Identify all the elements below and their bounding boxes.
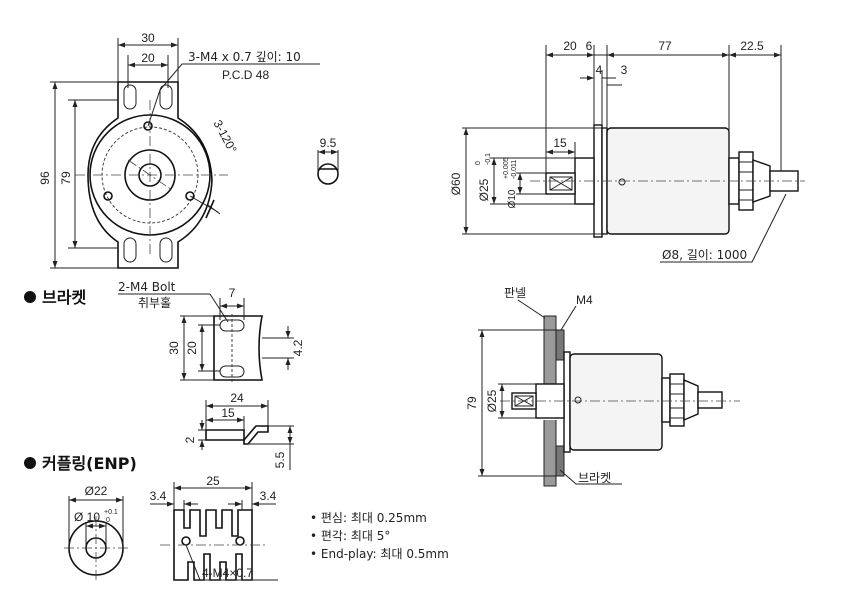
bracket-dim-2: 2 <box>183 436 197 443</box>
bracket-heading: 브라켓 <box>42 288 86 307</box>
shaft-dim-9-5: 9.5 <box>320 136 337 150</box>
front-dim-96: 96 <box>38 171 52 185</box>
coupling-dim-d10-tol-upper: +0.1 <box>104 509 118 516</box>
spec-line-end-play: • End-play: 최대 0.5mm <box>310 547 449 561</box>
front-thread-note: 3-M4 x 0.7 깊이: 10 <box>188 50 301 64</box>
mount-dim-79: 79 <box>465 396 479 410</box>
side-cable-note: Ø8, 길이: 1000 <box>662 248 747 262</box>
coupling-dim-25: 25 <box>206 474 220 488</box>
bracket-bolt-note2: 취부홀 <box>138 296 171 310</box>
mount-m4-label: M4 <box>576 293 593 307</box>
side-dim-22-5: 22.5 <box>740 39 764 53</box>
side-view <box>462 45 805 263</box>
side-dim-77: 77 <box>658 39 672 53</box>
coupling-dim-d10-tol-lower: 0 <box>106 517 110 524</box>
mount-view <box>478 299 740 487</box>
bracket-bolt-note: 2-M4 Bolt <box>118 280 176 294</box>
bracket-dim-4-2: 4.2 <box>291 339 305 356</box>
coupling-thread-note: 4-M4×0.7 <box>202 566 253 580</box>
side-dim-d25: Ø25 <box>477 178 491 201</box>
side-dim-d25-tol-lower: -0.1 <box>485 153 492 165</box>
side-dim-d10-tol-upper: +0.005 <box>503 157 510 179</box>
coupling-dim-3-4-left: 3.4 <box>150 489 167 503</box>
shaft-end-view <box>317 149 339 185</box>
side-dim-d10-tol-lower: -0.011 <box>511 160 518 179</box>
side-dim-d10: Ø10 <box>507 189 518 208</box>
bracket-dim-7: 7 <box>229 286 236 300</box>
coupling-end-view <box>64 496 128 580</box>
bracket-dim-30: 30 <box>167 341 181 355</box>
mount-panel-label: 판넬 <box>504 286 526 300</box>
spec-line-eccentricity: • 편심: 최대 0.25mm <box>310 511 427 525</box>
bracket-dim-20: 20 <box>185 341 199 355</box>
mount-dim-d25: Ø25 <box>485 389 499 412</box>
side-dim-4: 4 <box>596 63 603 77</box>
bracket-view <box>118 293 294 470</box>
coupling-dim-3-4-right: 3.4 <box>260 489 277 503</box>
coupling-side-view <box>150 482 278 581</box>
coupling-heading: 커플링(ENP) <box>42 454 137 473</box>
side-dim-20: 20 <box>563 39 577 53</box>
coupling-dim-d22: Ø22 <box>85 484 108 498</box>
side-dim-15: 15 <box>553 136 567 150</box>
bracket-dim-24: 24 <box>230 391 244 405</box>
side-dim-3: 3 <box>621 63 628 77</box>
front-dim-20: 20 <box>141 51 155 65</box>
front-pcd-note: P.C.D 48 <box>222 68 269 82</box>
coupling-dim-d10: Ø 10 <box>74 510 100 524</box>
side-dim-6: 6 <box>586 39 593 53</box>
front-view <box>50 38 320 269</box>
front-dim-30: 30 <box>141 31 155 45</box>
side-dim-d25-tol-upper: 0 <box>475 161 482 165</box>
side-dim-d60: Ø60 <box>449 172 463 195</box>
bracket-dim-5-5: 5.5 <box>273 451 287 468</box>
front-dim-79: 79 <box>59 171 73 185</box>
coupling-bullet-icon <box>24 457 36 469</box>
mount-bracket-label: 브라켓 <box>578 471 611 485</box>
spec-line-angle: • 편각: 최대 5° <box>310 529 390 543</box>
bracket-bullet-icon <box>24 291 36 303</box>
bracket-dim-15: 15 <box>221 406 235 420</box>
front-angle-note: 3-120° <box>211 118 240 156</box>
